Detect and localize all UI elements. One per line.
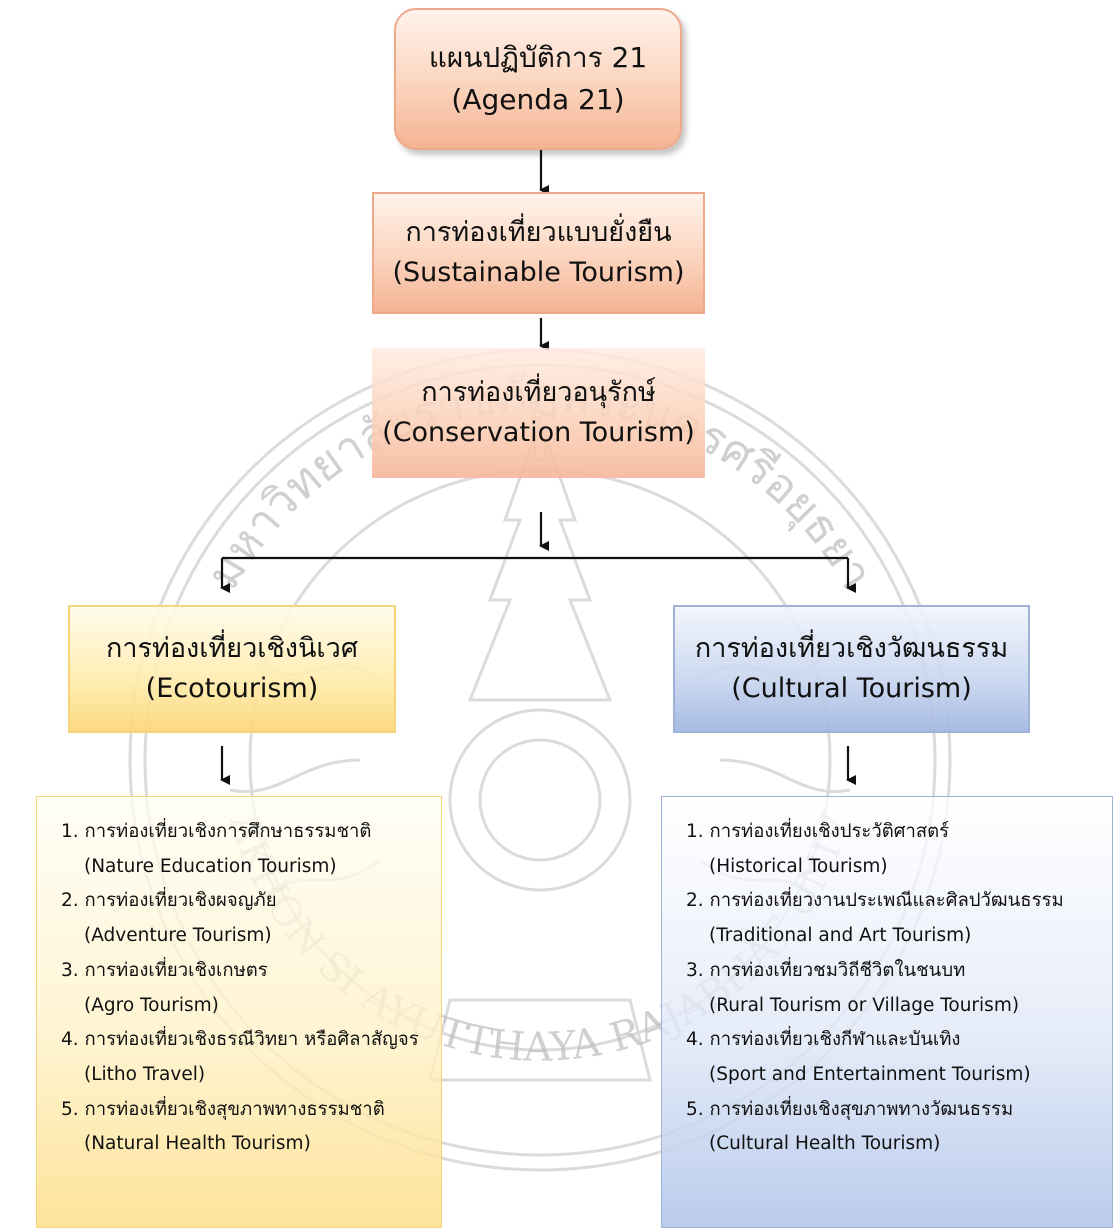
list-item-th: 3. การท่องเที่ยวเชิงเกษตร	[61, 959, 268, 981]
list-item-en: (Cultural Health Tourism)	[709, 1133, 941, 1155]
list-item: 3. การท่องเที่ยวชมวิถีชีวิตในชนบท (Rural…	[686, 954, 1102, 1023]
list-item-th: 1. การท่องเที่ยวเชิงการศึกษาธรรมชาติ	[61, 821, 372, 842]
list-item-th: 4. การท่องเที่ยวเชิงกีฬาและบันเทิง	[686, 1029, 961, 1051]
list-item-th: 2. การท่องเที่ยวเชิงผจญภัย	[61, 890, 277, 912]
list-item-th: 5. การท่องเที่ยงเชิงสุขภาพทางวัฒนธรรม	[686, 1098, 1014, 1120]
list-item-en: (Rural Tourism or Village Tourism)	[709, 994, 1020, 1016]
list-item: 2. การท่องเที่ยวงานประเพณีและศิลปวัฒนธรร…	[686, 884, 1102, 953]
list-item: 4. การท่องเที่ยวเชิงธรณีวิทยา หรือศิลาสั…	[61, 1023, 431, 1092]
list-item: 1. การท่องเที่ยงเชิงประวัติศาสตร์ (Histo…	[686, 815, 1102, 884]
list-item-en: (Natural Health Tourism)	[84, 1133, 311, 1155]
list-item: 5. การท่องเที่ยวเชิงสุขภาพทางธรรมชาติ (N…	[61, 1093, 431, 1162]
list-item-th: 2. การท่องเที่ยวงานประเพณีและศิลปวัฒนธรร…	[686, 890, 1064, 912]
list-item: 3. การท่องเที่ยวเชิงเกษตร (Agro Tourism)	[61, 954, 431, 1023]
ecotourism-title-en: (Ecotourism)	[145, 673, 319, 704]
agenda-21-box: แผนปฏิบัติการ 21 (Agenda 21)	[394, 8, 682, 150]
list-item-en: (Litho Travel)	[84, 1063, 206, 1085]
ecotourism-box: การท่องเที่ยวเชิงนิเวศ (Ecotourism)	[68, 605, 396, 733]
list-item-en: (Traditional and Art Tourism)	[709, 925, 972, 947]
cultural-tourism-box: การท่องเที่ยวเชิงวัฒนธรรม (Cultural Tour…	[673, 605, 1030, 733]
sustainable-tourism-box: การท่องเที่ยวแบบยั่งยืน (Sustainable Tou…	[372, 192, 705, 314]
list-item-th: 1. การท่องเที่ยงเชิงประวัติศาสตร์	[686, 821, 950, 842]
sustainable-title-en: (Sustainable Tourism)	[392, 257, 685, 288]
sustainable-title-th: การท่องเที่ยวแบบยั่งยืน	[405, 216, 672, 248]
cultural-title-en: (Cultural Tourism)	[731, 673, 972, 704]
agenda-title-en: (Agenda 21)	[451, 83, 625, 116]
list-item: 4. การท่องเที่ยวเชิงกีฬาและบันเทิง (Spor…	[686, 1023, 1102, 1092]
list-item-en: (Nature Education Tourism)	[84, 855, 337, 877]
ecotourism-types-list: 1. การท่องเที่ยวเชิงการศึกษาธรรมชาติ (Na…	[36, 796, 442, 1228]
list-item-en: (Sport and Entertainment Tourism)	[709, 1063, 1031, 1085]
cultural-types-list: 1. การท่องเที่ยงเชิงประวัติศาสตร์ (Histo…	[661, 796, 1113, 1228]
list-item-th: 3. การท่องเที่ยวชมวิถีชีวิตในชนบท	[686, 959, 966, 981]
cultural-title-th: การท่องเที่ยวเชิงวัฒนธรรม	[694, 632, 1009, 664]
conservation-title-en: (Conservation Tourism)	[382, 417, 695, 448]
list-item-en: (Historical Tourism)	[709, 855, 888, 877]
conservation-tourism-box: การท่องเที่ยวอนุรักษ์ (Conservation Tour…	[372, 348, 705, 478]
list-item: 5. การท่องเที่ยงเชิงสุขภาพทางวัฒนธรรม (C…	[686, 1093, 1102, 1162]
ecotourism-title-th: การท่องเที่ยวเชิงนิเวศ	[106, 632, 358, 664]
agenda-title-th: แผนปฏิบัติการ 21	[428, 41, 648, 74]
list-item-th: 4. การท่องเที่ยวเชิงธรณีวิทยา หรือศิลาสั…	[61, 1029, 419, 1051]
list-item: 1. การท่องเที่ยวเชิงการศึกษาธรรมชาติ (Na…	[61, 815, 431, 884]
list-item-en: (Agro Tourism)	[84, 994, 219, 1016]
conservation-title-th: การท่องเที่ยวอนุรักษ์	[421, 376, 656, 408]
list-item: 2. การท่องเที่ยวเชิงผจญภัย (Adventure To…	[61, 884, 431, 953]
list-item-th: 5. การท่องเที่ยวเชิงสุขภาพทางธรรมชาติ	[61, 1098, 385, 1120]
list-item-en: (Adventure Tourism)	[84, 925, 272, 947]
